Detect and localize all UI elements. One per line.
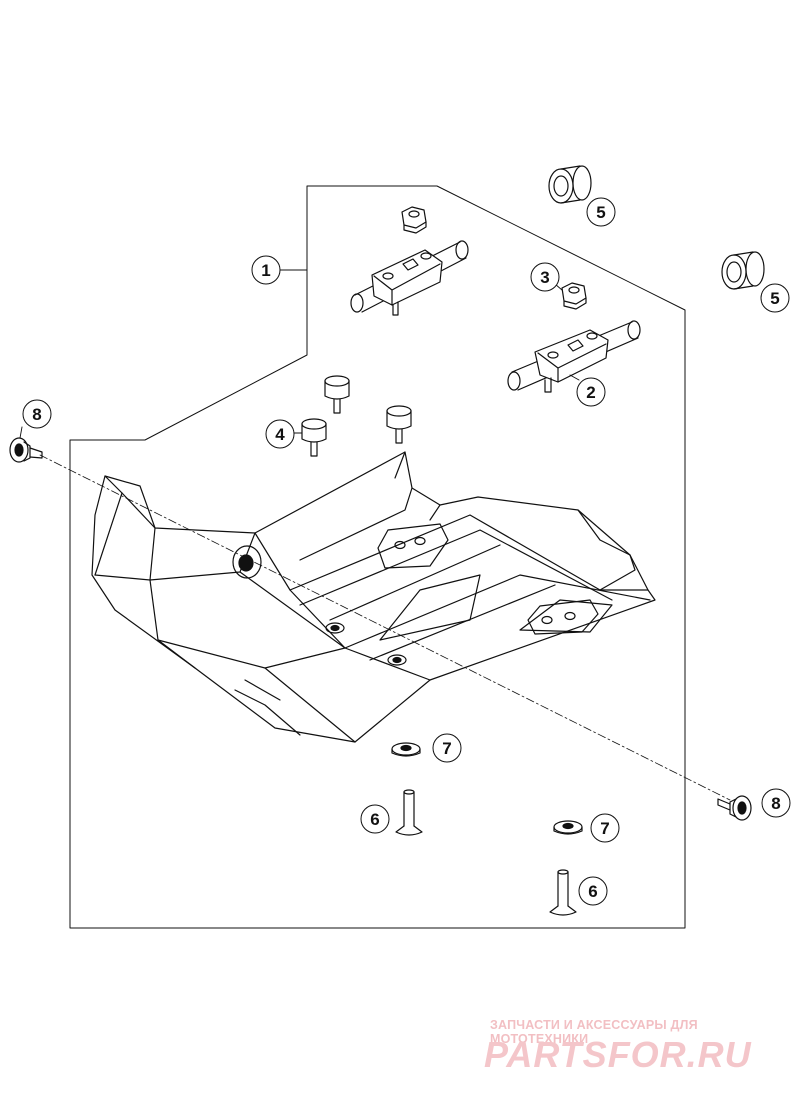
svg-text:8: 8	[771, 794, 780, 813]
callout-7-b: 7	[590, 813, 620, 843]
callout-6-b: 6	[578, 876, 608, 906]
bolt-axis-line	[39, 454, 731, 801]
callout-1: 1	[251, 255, 281, 285]
svg-text:7: 7	[442, 739, 451, 758]
svg-text:6: 6	[370, 810, 379, 829]
svg-text:4: 4	[275, 425, 285, 444]
callout-8-right: 8	[761, 788, 791, 818]
callout-7-a: 7	[432, 733, 462, 763]
buffer-4-c	[386, 405, 412, 444]
watermark-caption: ЗАПЧАСТИ И АКСЕССУАРЫ ДЛЯ МОТОТЕХНИКИ	[490, 1018, 698, 1046]
bolt-6-b	[549, 869, 577, 916]
washer-7-a	[391, 742, 421, 757]
svg-text:5: 5	[596, 203, 605, 222]
svg-text:6: 6	[588, 882, 597, 901]
watermark-logo: PARTSFOR.RU	[484, 1034, 752, 1075]
bolt-6-a	[395, 789, 423, 836]
callout-8-left: 8	[22, 399, 52, 429]
bolt-8-left	[9, 437, 43, 463]
buffer-4-b	[301, 418, 327, 457]
skid-plate	[91, 451, 656, 743]
assembly-boundary-line	[69, 185, 686, 929]
bracket-upper	[350, 240, 469, 316]
svg-text:2: 2	[586, 383, 595, 402]
callout-6-a: 6	[360, 804, 390, 834]
bracket-lower	[507, 320, 641, 393]
svg-text:8: 8	[32, 405, 41, 424]
buffer-4-a	[324, 375, 350, 414]
callout-4: 4	[265, 419, 295, 449]
bolt-8-right	[717, 795, 752, 821]
callout-5-top: 5	[586, 197, 616, 227]
spacer-5-top	[548, 165, 592, 204]
svg-text:7: 7	[600, 819, 609, 838]
washer-7-b	[553, 820, 583, 835]
callout-3: 3	[530, 262, 560, 292]
svg-text:3: 3	[540, 268, 549, 287]
callout-5-right: 5	[760, 283, 790, 313]
spacer-5-right	[721, 251, 765, 290]
svg-text:1: 1	[261, 261, 270, 280]
callout-2: 2	[576, 377, 606, 407]
callouts: 1 2 3 4 5 5 6 6	[22, 197, 791, 906]
leader-lines	[19, 269, 580, 439]
svg-text:5: 5	[770, 289, 779, 308]
nut-top	[401, 206, 427, 234]
nut-3	[561, 282, 587, 310]
